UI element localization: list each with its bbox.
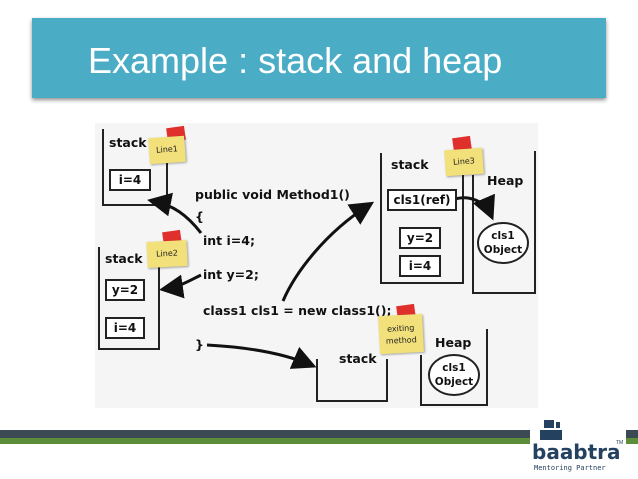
heap2-label: Heap: [435, 335, 472, 350]
logo-mark-icon: [540, 420, 562, 440]
arrow-new: [281, 201, 375, 302]
code-line-2: {: [195, 209, 204, 224]
stack3-cell-ref: cls1(ref): [387, 189, 457, 211]
code-line-1: public void Method1(): [195, 187, 350, 202]
code-line-3: int i=4;: [203, 233, 255, 248]
logo-name: baabtra: [532, 440, 621, 464]
arrow-exit: [206, 343, 317, 369]
slide-title: Example : stack and heap: [88, 40, 503, 81]
arrow-line2: [159, 273, 202, 299]
logo-tm: TM: [616, 440, 624, 446]
stack3-cell-i: i=4: [399, 255, 441, 277]
arrow-line1: [147, 192, 203, 234]
stack1-frame: [102, 129, 168, 206]
stack4-label: stack: [339, 351, 377, 366]
heap2-object-label: cls1 Object: [434, 362, 474, 388]
note-line3: Line3: [444, 147, 484, 177]
note-line2: Line2: [146, 239, 188, 269]
heap1-frame: [472, 151, 536, 294]
stack3-cell-y: y=2: [399, 227, 441, 249]
heap2-frame: [420, 329, 488, 406]
code-line-5: class1 cls1 = new class1();: [203, 303, 392, 318]
code-line-4: int y=2;: [203, 267, 259, 282]
stack2-label: stack: [105, 251, 143, 266]
arrow-ref: [454, 193, 495, 221]
stack-heap-diagram: stack i=4 Line1 public void Method1() { …: [95, 123, 538, 408]
stack2-cell-i: i=4: [105, 317, 145, 339]
stack1-cell-i: i=4: [109, 169, 151, 191]
heap1-label: Heap: [487, 173, 524, 188]
heap1-object-label: cls1 Object: [483, 230, 523, 256]
title-banner: [32, 18, 606, 98]
diagram-lines: [98, 129, 536, 406]
stack3-frame: [380, 153, 464, 284]
footer-band-green: [0, 438, 638, 444]
note-line1: Line1: [148, 135, 186, 165]
heap-object-circle-1: [477, 222, 529, 264]
stack2-cell-y: y=2: [105, 279, 145, 301]
code-line-6: }: [195, 337, 204, 352]
stack2-frame: [98, 245, 160, 350]
stack1-label: stack: [109, 135, 147, 150]
footer-band-dark: [0, 430, 638, 438]
note-exiting-method: exiting method: [378, 313, 424, 355]
stack3-label: stack: [391, 157, 429, 172]
baabtra-logo: baabtra TM Mentoring Partner: [530, 418, 626, 474]
logo-tagline: Mentoring Partner: [534, 464, 606, 472]
stack4-frame: [316, 359, 388, 402]
heap-object-circle-2: [428, 354, 480, 396]
